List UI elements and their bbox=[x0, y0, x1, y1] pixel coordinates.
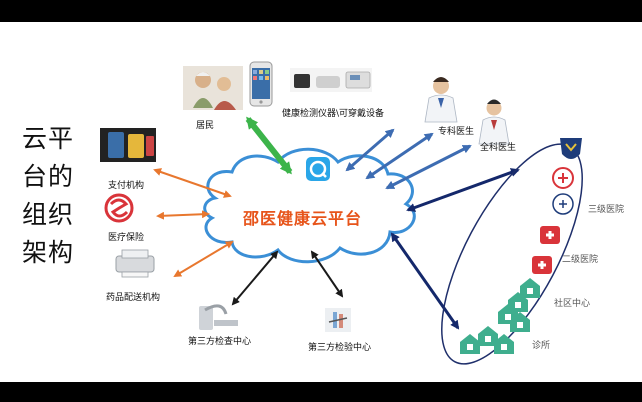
arrow-exam-center bbox=[231, 250, 279, 306]
label-lab-center: 第三方检验中心 bbox=[308, 343, 372, 353]
arrow-hospitals-bottom bbox=[390, 232, 460, 330]
label-tier3-hospital: 三级医院 bbox=[588, 205, 625, 215]
label-clinic: 诊所 bbox=[532, 341, 551, 351]
payment-photo bbox=[100, 128, 156, 162]
arrow-payment bbox=[153, 168, 232, 198]
tier3-hospital-logo-3-icon bbox=[552, 193, 574, 215]
tier3-hospital-logo-1-icon bbox=[560, 138, 582, 159]
label-community-center: 社区中心 bbox=[554, 299, 591, 309]
arrow-hospitals-top bbox=[406, 168, 520, 212]
label-devices: 健康检测仪器\可穿戴设备 bbox=[282, 109, 385, 119]
label-tier2-hospital: 二级医院 bbox=[562, 255, 599, 265]
arrow-insurance bbox=[156, 210, 210, 220]
label-specialist: 专科医生 bbox=[438, 127, 475, 137]
slide-canvas: 云平台的组织架构 邵医健康云平台 居民 健康检测仪器\可穿戴设备 专科医生 全科… bbox=[0, 22, 642, 382]
smartphone-icon bbox=[249, 61, 273, 107]
label-insurance: 医疗保险 bbox=[108, 233, 145, 243]
slide-title: 云平台的组织架构 bbox=[22, 124, 75, 267]
diagram-graphics bbox=[100, 61, 583, 365]
specialist-doctor-icon bbox=[424, 77, 458, 123]
arrow-lab-center bbox=[310, 250, 344, 298]
label-pharmacy: 药品配送机构 bbox=[106, 293, 161, 303]
tier3-hospital-logo-2-icon bbox=[552, 167, 574, 189]
label-gp: 全科医生 bbox=[480, 143, 517, 153]
pharmacy-printer-icon bbox=[115, 249, 155, 278]
lab-equipment-icon bbox=[325, 308, 351, 332]
arrow-residents bbox=[245, 116, 293, 175]
arrow-gp bbox=[385, 144, 472, 190]
label-exam-center: 第三方检查中心 bbox=[188, 337, 252, 347]
label-residents: 居民 bbox=[196, 121, 215, 131]
gp-doctor-icon bbox=[478, 99, 510, 145]
arrow-pharmacy bbox=[173, 240, 234, 278]
platform-name: 邵医健康云平台 bbox=[243, 209, 363, 228]
tier2-hospital-icon-1 bbox=[540, 226, 560, 244]
residents-photo bbox=[183, 66, 243, 110]
health-devices-photo bbox=[290, 68, 372, 92]
app-logo-icon bbox=[306, 157, 330, 181]
exam-equipment-icon bbox=[199, 304, 238, 330]
insurance-logo-icon bbox=[104, 193, 134, 223]
tier2-hospital-icon-2 bbox=[532, 256, 552, 274]
label-payment: 支付机构 bbox=[108, 181, 145, 191]
